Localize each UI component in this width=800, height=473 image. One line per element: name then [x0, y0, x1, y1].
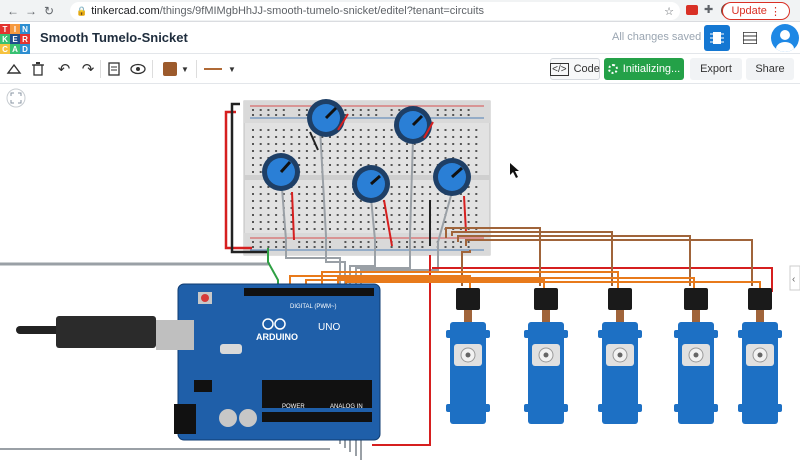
lock-icon: 🔒 [76, 5, 88, 16]
browser-toolbar: ← → ↻ 🔒 tinkercad.com/things/9fMIMgbHhJJ… [0, 0, 800, 22]
trash-icon [32, 62, 44, 76]
logo-letter: N [20, 24, 30, 34]
eye-icon [130, 63, 146, 75]
note-icon [108, 62, 120, 76]
power-label: POWER [282, 404, 305, 410]
wire-color-picker[interactable]: ▼ [158, 58, 194, 80]
zoom-fit-icon[interactable] [6, 88, 26, 108]
logo-letter: R [20, 34, 30, 44]
tinkercad-logo[interactable]: T I N K E R C A D [0, 24, 30, 54]
servo-motor[interactable] [738, 288, 782, 424]
reload-icon[interactable]: ↻ [43, 3, 55, 18]
ground-wire-black[interactable] [230, 102, 268, 254]
wire-style-icon [204, 68, 223, 70]
logo-letter: C [0, 44, 10, 54]
logo-letter: T [0, 24, 10, 34]
forward-icon[interactable]: → [25, 3, 37, 18]
update-button[interactable]: Update ⋮ [722, 2, 790, 20]
save-status: All changes saved [612, 31, 702, 43]
servo-ground-wires[interactable] [445, 227, 753, 286]
panel-collapse-handle[interactable]: ‹ [789, 265, 800, 291]
back-icon[interactable]: ← [7, 3, 19, 18]
potentiometer[interactable] [394, 106, 432, 237]
logo-letter: E [10, 34, 20, 44]
logo-letter: I [10, 24, 20, 34]
code-button[interactable]: </> Code [550, 58, 600, 80]
toolbar-divider [196, 60, 197, 78]
circuit-drawing: DIGITAL (PWM~) ARDUINO UNO POWER ANALOG … [0, 88, 800, 460]
potentiometer[interactable] [262, 153, 300, 241]
circuit-canvas[interactable]: DIGITAL (PWM~) ARDUINO UNO POWER ANALOG … [0, 85, 800, 473]
logo-letter: D [20, 44, 30, 54]
servo-power-bus[interactable] [432, 267, 773, 292]
delete-button[interactable] [28, 58, 48, 80]
mouse-cursor-icon [510, 163, 519, 178]
chevron-down-icon: ▼ [228, 64, 236, 74]
toolbar-divider [100, 60, 101, 78]
redo-icon: ↷ [81, 61, 95, 78]
start-simulation-button[interactable]: Initializing... [604, 58, 684, 80]
wire-type-picker[interactable]: ▼ [200, 58, 240, 80]
power-jack[interactable] [174, 404, 196, 434]
potentiometer[interactable] [352, 165, 390, 241]
undo-icon: ↶ [57, 61, 71, 78]
servo-motor[interactable] [674, 288, 718, 424]
visibility-button[interactable] [128, 58, 148, 80]
arduino-uno[interactable]: DIGITAL (PWM~) ARDUINO UNO POWER ANALOG … [177, 283, 381, 441]
export-label: Export [700, 63, 732, 75]
analog-label: ANALOG IN [330, 404, 363, 410]
url-path: /things/9fMIMgbHhJJ-smooth-tumelo-snicke… [159, 5, 485, 17]
arduino-logo-icon [262, 318, 286, 330]
rotate-button[interactable] [4, 58, 24, 80]
user-avatar[interactable] [771, 24, 799, 52]
rotate-icon [6, 63, 22, 74]
app-header [0, 22, 800, 54]
init-label: Initializing... [622, 63, 681, 75]
logo-letter: K [0, 34, 10, 44]
servo-motor[interactable] [524, 288, 568, 424]
list-icon [743, 32, 757, 44]
pot-leads [291, 113, 467, 247]
potentiometer[interactable] [307, 99, 345, 237]
url-host: tinkercad.com [91, 5, 160, 17]
arduino-brand: ARDUINO [256, 332, 298, 342]
servo-power-wire[interactable] [372, 255, 431, 446]
color-swatch [163, 62, 178, 76]
code-icon: </> [550, 62, 569, 76]
notes-button[interactable] [104, 58, 124, 80]
undo-button[interactable]: ↶ [54, 58, 74, 80]
update-label: Update [731, 5, 767, 17]
circuit-view-button[interactable] [704, 25, 730, 51]
extensions-puzzle-icon[interactable]: ✚ [704, 4, 714, 16]
spinner-icon [607, 64, 618, 74]
arduino-model: UNO [318, 322, 340, 333]
component-list-button[interactable] [740, 28, 760, 48]
chip-icon [710, 32, 724, 44]
usb-cable[interactable] [16, 316, 194, 350]
potentiometer[interactable] [433, 158, 471, 243]
extension-red-icon[interactable] [686, 5, 698, 15]
logo-letter: A [10, 44, 20, 54]
servo-motor[interactable] [598, 288, 642, 424]
chevron-down-icon: ▼ [181, 64, 189, 74]
share-button[interactable]: Share [746, 58, 794, 80]
address-bar[interactable]: 🔒 tinkercad.com/things/9fMIMgbHhJJ-smoot… [70, 2, 680, 20]
code-label: Code [573, 63, 600, 75]
servo-motor[interactable] [446, 288, 490, 424]
digital-label: DIGITAL (PWM~) [290, 304, 337, 310]
bookmark-star-icon[interactable]: ☆ [664, 5, 674, 18]
toolbar-divider [152, 60, 153, 78]
user-icon [776, 30, 794, 52]
chevron-left-icon: ‹ [792, 274, 795, 285]
servo-group [446, 288, 782, 424]
project-title[interactable]: Smooth Tumelo-Snicket [40, 30, 188, 45]
redo-button[interactable]: ↷ [78, 58, 98, 80]
export-button[interactable]: Export [690, 58, 742, 80]
share-label: Share [755, 63, 785, 75]
